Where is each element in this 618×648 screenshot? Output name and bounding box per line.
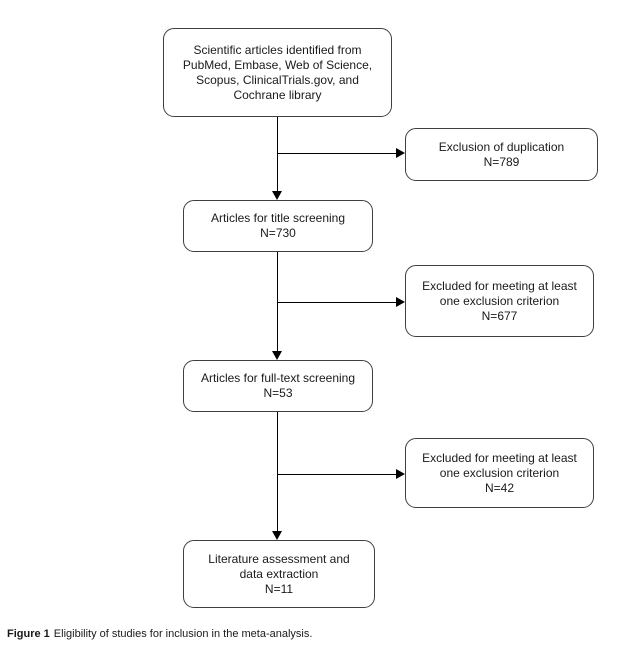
arrowhead-right-title-excluded-icon bbox=[396, 297, 405, 307]
figure-caption-label: Figure 1 bbox=[7, 628, 50, 640]
flow-box-title-screening-text: Articles for title screening N=730 bbox=[210, 211, 346, 240]
arrowhead-down-fulltext-screening-icon bbox=[272, 351, 282, 360]
flow-box-fulltext-excluded-text: Excluded for meeting at least one exclus… bbox=[422, 450, 577, 495]
arrowhead-right-fulltext-excluded-icon bbox=[396, 469, 405, 479]
flow-box-literature-assessment: Literature assessment and data extractio… bbox=[183, 540, 375, 608]
flow-box-literature-assessment-text: Literature assessment and data extractio… bbox=[208, 551, 350, 596]
connector-horizontal-to-duplicates bbox=[277, 152, 397, 154]
flow-box-title-screening: Articles for title screening N=730 bbox=[183, 200, 373, 252]
connector-horizontal-to-fulltext-excluded bbox=[277, 473, 397, 475]
flow-box-identification: Scientific articles identified from PubM… bbox=[163, 28, 392, 117]
arrowhead-down-literature-icon bbox=[272, 531, 282, 540]
arrowhead-right-duplicates-icon bbox=[396, 148, 405, 158]
flow-box-title-excluded-text: Excluded for meeting at least one exclus… bbox=[422, 278, 577, 323]
connector-vertical-fulltext-to-literature bbox=[276, 412, 278, 532]
flow-box-fulltext-screening: Articles for full-text screening N=53 bbox=[183, 360, 373, 412]
connector-horizontal-to-title-excluded bbox=[277, 301, 397, 303]
flow-box-fulltext-excluded: Excluded for meeting at least one exclus… bbox=[405, 438, 594, 508]
arrowhead-down-title-screening-icon bbox=[272, 191, 282, 200]
flow-box-fulltext-screening-text: Articles for full-text screening N=53 bbox=[200, 371, 356, 400]
flow-box-duplicates-excluded: Exclusion of duplication N=789 bbox=[405, 128, 598, 181]
figure-caption-text: Eligibility of studies for inclusion in … bbox=[53, 628, 313, 640]
flow-box-duplicates-excluded-text: Exclusion of duplication N=789 bbox=[438, 139, 565, 169]
flow-box-title-excluded: Excluded for meeting at least one exclus… bbox=[405, 265, 594, 337]
flow-box-identification-text: Scientific articles identified from PubM… bbox=[182, 42, 373, 102]
connector-vertical-identification-to-title bbox=[276, 117, 278, 192]
